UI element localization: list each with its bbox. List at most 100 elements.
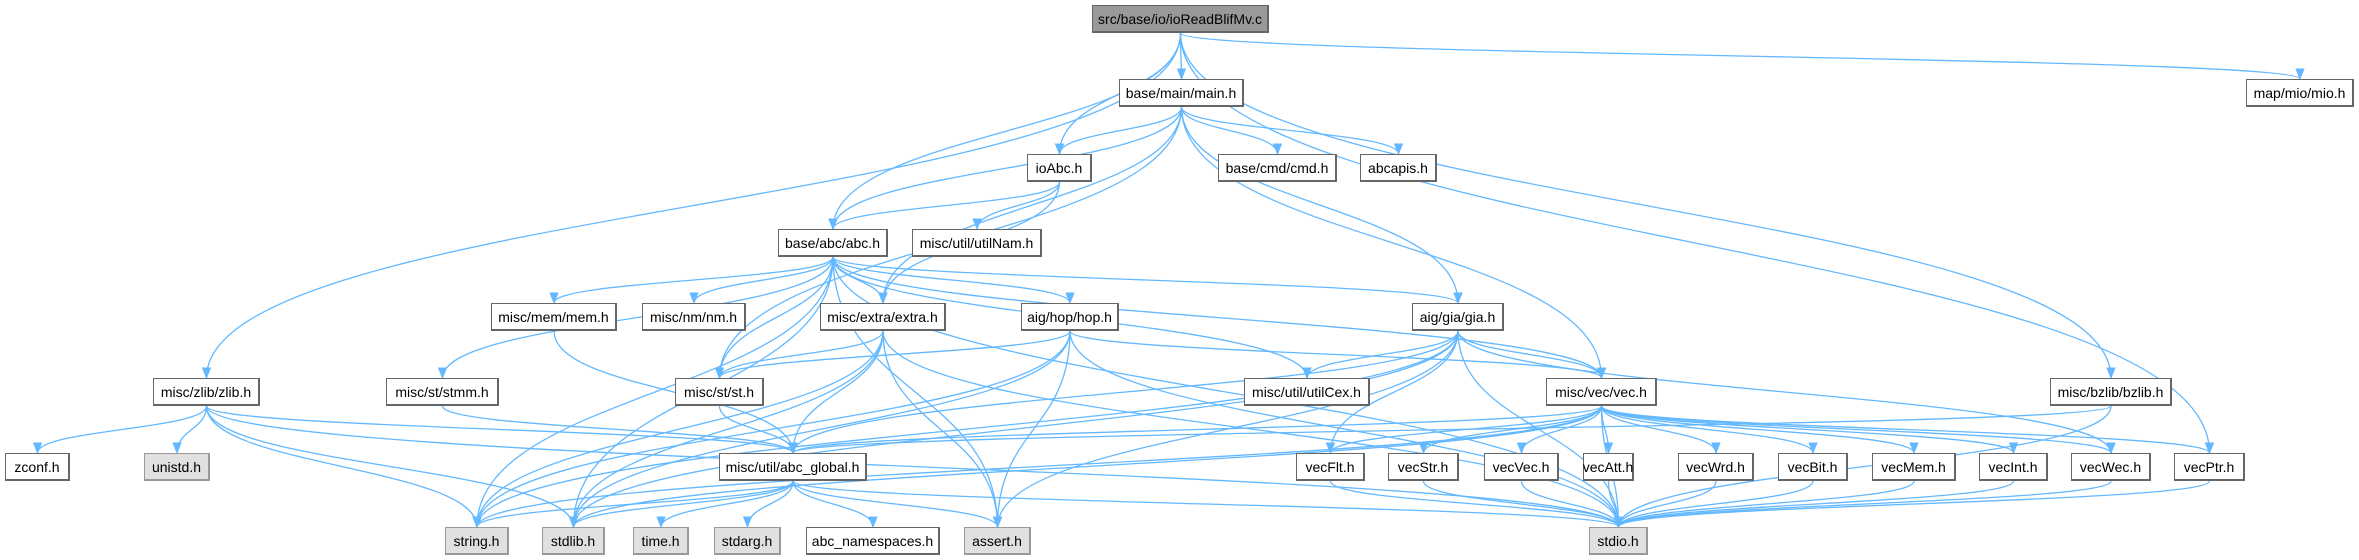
node-extra[interactable]: misc/extra/extra.h [820, 303, 946, 331]
node-time: time.h [633, 527, 689, 555]
edge-main-to-extra [878, 106, 1183, 305]
edge-vec-to-vecWrd [1600, 405, 1721, 455]
node-cmd[interactable]: base/cmd/cmd.h [1218, 154, 1337, 182]
edge-abc-to-st [714, 256, 834, 380]
node-abc_namespaces[interactable]: abc_namespaces.h [806, 527, 940, 555]
node-hop[interactable]: aig/hop/hop.h [1021, 303, 1119, 331]
node-mem[interactable]: misc/mem/mem.h [491, 303, 617, 331]
edge-extra-to-string [472, 330, 884, 529]
edge-abc_global-to-abc_namespaces [792, 480, 878, 529]
edge-abc-to-string [472, 256, 834, 529]
edge-vec-to-vecVec [1516, 405, 1603, 455]
node-vecVec[interactable]: vecVec.h [1484, 453, 1559, 481]
node-main[interactable]: base/main/main.h [1119, 79, 1244, 107]
edge-abc-to-hop [832, 256, 1075, 305]
node-vecFlt[interactable]: vecFlt.h [1296, 453, 1365, 481]
edge-extra-to-stdio [882, 330, 1624, 529]
edge-abc_global-to-stdarg [742, 480, 794, 529]
node-assert: assert.h [964, 527, 1031, 555]
edge-vec-to-string [472, 405, 1603, 529]
node-ioAbc[interactable]: ioAbc.h [1027, 154, 1092, 182]
node-vecAtt[interactable]: vecAtt.h [1583, 453, 1634, 481]
edge-vecStr-to-stdio [1422, 480, 1624, 529]
edge-zlib-to-stdlib [205, 405, 579, 529]
edge-abc_global-to-assert [792, 480, 1003, 529]
edge-gia-to-utilCex [1302, 330, 1459, 380]
edge-vecBit-to-stdio [1613, 480, 1814, 529]
edge-extra-to-abc_global [788, 330, 884, 455]
edge-vecPtr-to-stdio [1614, 480, 2211, 529]
node-mio[interactable]: map/mio/mio.h [2246, 79, 2354, 107]
edge-ioAbc-to-utilNam [972, 181, 1061, 231]
edge-abc_global-to-stdio [792, 480, 1623, 529]
edge-extra-to-stdlib [568, 330, 884, 529]
edge-main-to-ioAbc [1054, 106, 1183, 156]
edge-vecMem-to-stdio [1613, 480, 1915, 529]
node-zlib[interactable]: misc/zlib/zlib.h [153, 378, 260, 406]
node-stdio: stdio.h [1589, 527, 1648, 555]
node-vecInt[interactable]: vecInt.h [1979, 453, 2048, 481]
edge-zlib-to-unistd [172, 405, 208, 455]
node-vecBit[interactable]: vecBit.h [1778, 453, 1848, 481]
edge-zlib-to-abc_global [205, 405, 798, 455]
node-vecStr[interactable]: vecStr.h [1388, 453, 1459, 481]
node-stmm[interactable]: misc/st/stmm.h [386, 378, 499, 406]
node-vecMem[interactable]: vecMem.h [1872, 453, 1956, 481]
node-string: string.h [445, 527, 509, 555]
edge-hop-to-stdio [1069, 330, 1624, 529]
node-root: src/base/io/ioReadBlifMv.c [1092, 5, 1269, 33]
edge-abc_global-to-stdlib [568, 480, 794, 529]
node-abcapis[interactable]: abcapis.h [1360, 154, 1437, 182]
edge-zlib-to-string [205, 405, 482, 529]
edge-gia-to-string [472, 330, 1459, 529]
edge-vec-to-vecStr [1418, 405, 1603, 455]
node-vecWrd[interactable]: vecWrd.h [1678, 453, 1754, 481]
edge-vecWec-to-stdio [1614, 480, 2112, 529]
node-utilCex[interactable]: misc/util/utilCex.h [1244, 378, 1370, 406]
node-abc_global[interactable]: misc/util/abc_global.h [719, 453, 867, 481]
edge-hop-to-stdlib [568, 330, 1071, 529]
edge-hop-to-assert [992, 330, 1071, 529]
edge-gia-to-abc_global [788, 330, 1459, 455]
edge-abc-to-vec [832, 256, 1607, 380]
edge-main-to-vec [1180, 106, 1607, 380]
edge-stmm-to-abc_global [441, 405, 798, 455]
edge-gia-to-stdlib [568, 330, 1459, 529]
edge-bzlib-to-stdio [1613, 405, 2112, 529]
node-gia[interactable]: aig/gia/gia.h [1412, 303, 1504, 331]
edge-abc_global-to-time [656, 480, 794, 529]
node-st[interactable]: misc/st/st.h [675, 378, 764, 406]
edge-main-to-abcapis [1180, 106, 1404, 156]
node-nm[interactable]: misc/nm/nm.h [642, 303, 746, 331]
edge-hop-to-string [472, 330, 1071, 529]
edge-abc-to-assert [832, 256, 1003, 529]
edge-abc-to-gia [832, 256, 1463, 305]
edge-hop-to-vec [1069, 330, 1606, 380]
edge-zlib-to-zconf [32, 405, 208, 455]
edge-gia-to-vecFlt [1325, 330, 1459, 455]
node-unistd: unistd.h [144, 453, 210, 481]
edge-main-to-cmd [1180, 106, 1283, 156]
node-utilNam[interactable]: misc/util/utilNam.h [912, 229, 1042, 257]
edge-vecInt-to-stdio [1614, 480, 2015, 529]
node-abc[interactable]: base/abc/abc.h [778, 229, 888, 257]
edge-mem-to-abc_global [553, 330, 798, 455]
node-vec[interactable]: misc/vec/vec.h [1546, 378, 1657, 406]
edge-vec-to-abc_global [788, 405, 1603, 455]
edge-ioAbc-to-abc [828, 181, 1061, 231]
edge-root-to-mio [1179, 32, 2305, 81]
edge-hop-to-st [714, 330, 1071, 380]
node-vecWec[interactable]: vecWec.h [2071, 453, 2151, 481]
edge-gia-to-vec [1457, 330, 1607, 380]
node-vecPtr[interactable]: vecPtr.h [2174, 453, 2245, 481]
edge-abc-to-mem [549, 256, 834, 305]
edge-vec-to-vecInt [1600, 405, 2018, 455]
edge-main-to-abc [828, 106, 1183, 231]
edge-bzlib-to-abc_global [788, 405, 2112, 455]
node-zconf[interactable]: zconf.h [5, 453, 70, 481]
edge-extra-to-assert [882, 330, 1003, 529]
node-stdarg: stdarg.h [714, 527, 781, 555]
edge-vec-to-stdlib [568, 405, 1603, 529]
edge-abc-to-nm [689, 256, 834, 305]
node-bzlib[interactable]: misc/bzlib/bzlib.h [2050, 378, 2172, 406]
